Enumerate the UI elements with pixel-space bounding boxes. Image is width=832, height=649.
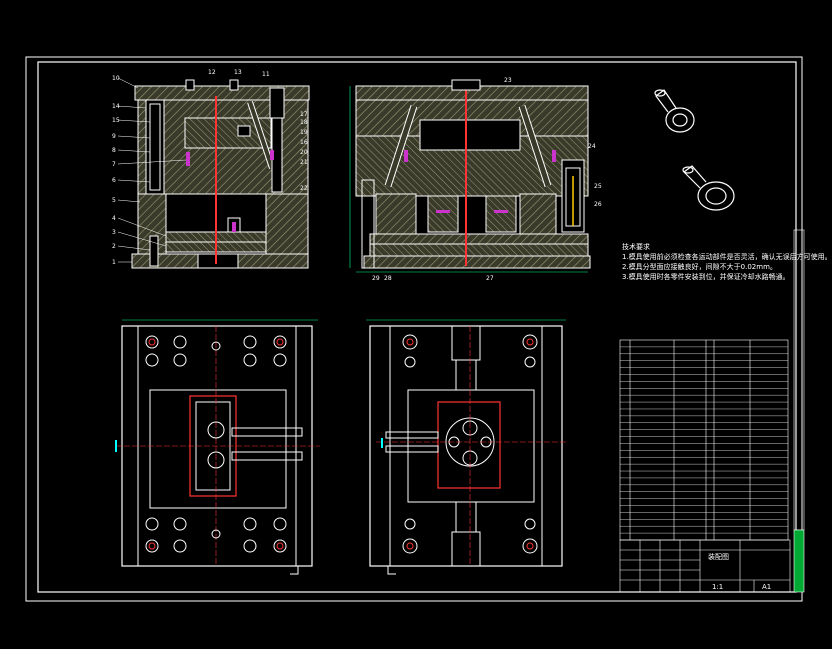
- svg-text:25: 25: [594, 183, 602, 190]
- svg-text:2: 2: [112, 243, 116, 250]
- svg-text:13: 13: [234, 69, 242, 76]
- svg-text:29: 29: [372, 275, 380, 282]
- note-line-3: 3.模具使用时各零件安装到位，并保证冷却水路畅通。: [622, 273, 790, 281]
- svg-text:8: 8: [112, 147, 116, 154]
- outer-frame: [25, 56, 803, 602]
- svg-text:3: 3: [112, 229, 116, 236]
- section-view-left: [131, 79, 310, 269]
- plan-right-circles: [402, 334, 538, 554]
- svg-text:23: 23: [504, 77, 512, 84]
- note-line-1: 1.模具使用前必须检查各运动部件是否灵活，确认无误后方可使用。: [622, 253, 832, 261]
- svg-text:15: 15: [112, 117, 120, 124]
- svg-text:22: 22: [300, 185, 308, 192]
- plan-view-right: [366, 319, 566, 567]
- svg-text:10: 10: [112, 75, 120, 82]
- part-sketch-upper: [654, 89, 695, 133]
- inner-frame: [37, 61, 797, 593]
- title-scale-cell: 1:1: [712, 583, 724, 591]
- edge-marks: [793, 229, 805, 593]
- svg-text:20: 20: [300, 149, 308, 156]
- svg-text:24: 24: [588, 143, 596, 150]
- svg-text:5: 5: [112, 197, 116, 204]
- svg-text:27: 27: [486, 275, 494, 282]
- note-line-2: 2.模具分型面应接触良好，间隙不大于0.02mm。: [622, 263, 777, 271]
- notes-title: 技术要求: [622, 243, 650, 251]
- bom-table: [619, 339, 789, 541]
- right-view-labels: 23 24 25 26 27 28 29: [372, 77, 602, 282]
- plan-left-circles: [145, 335, 287, 553]
- cad-drawing: 10 14 15 9 8 7 6 5 4 3 2 1 12 13 11 17 1…: [25, 56, 805, 602]
- svg-text:12: 12: [208, 69, 216, 76]
- title-name-cell: 装配图: [708, 553, 729, 561]
- svg-text:1: 1: [112, 259, 116, 266]
- svg-text:28: 28: [384, 275, 392, 282]
- svg-text:17: 17: [300, 111, 308, 118]
- svg-text:7: 7: [112, 161, 116, 168]
- title-block: [619, 539, 791, 593]
- left-view-labels: 10 14 15 9 8 7 6 5 4 3 2 1 12 13 11 17 1…: [112, 69, 308, 266]
- svg-text:16: 16: [300, 139, 308, 146]
- svg-text:9: 9: [112, 133, 116, 140]
- svg-text:14: 14: [112, 103, 120, 110]
- svg-text:26: 26: [594, 201, 602, 208]
- bom-rows: [620, 346, 788, 534]
- svg-text:6: 6: [112, 177, 116, 184]
- svg-text:19: 19: [300, 129, 308, 136]
- svg-text:4: 4: [112, 215, 116, 222]
- part-sketch-lower: [682, 165, 735, 211]
- technical-notes: 技术要求 1.模具使用前必须检查各运动部件是否灵活，确认无误后方可使用。 2.模…: [622, 242, 832, 322]
- svg-text:11: 11: [262, 71, 270, 78]
- svg-text:18: 18: [300, 119, 308, 126]
- section-view-right: [349, 79, 591, 273]
- svg-text:21: 21: [300, 159, 308, 166]
- title-sheet-size: A1: [762, 583, 772, 591]
- plan-view-left: [116, 319, 320, 567]
